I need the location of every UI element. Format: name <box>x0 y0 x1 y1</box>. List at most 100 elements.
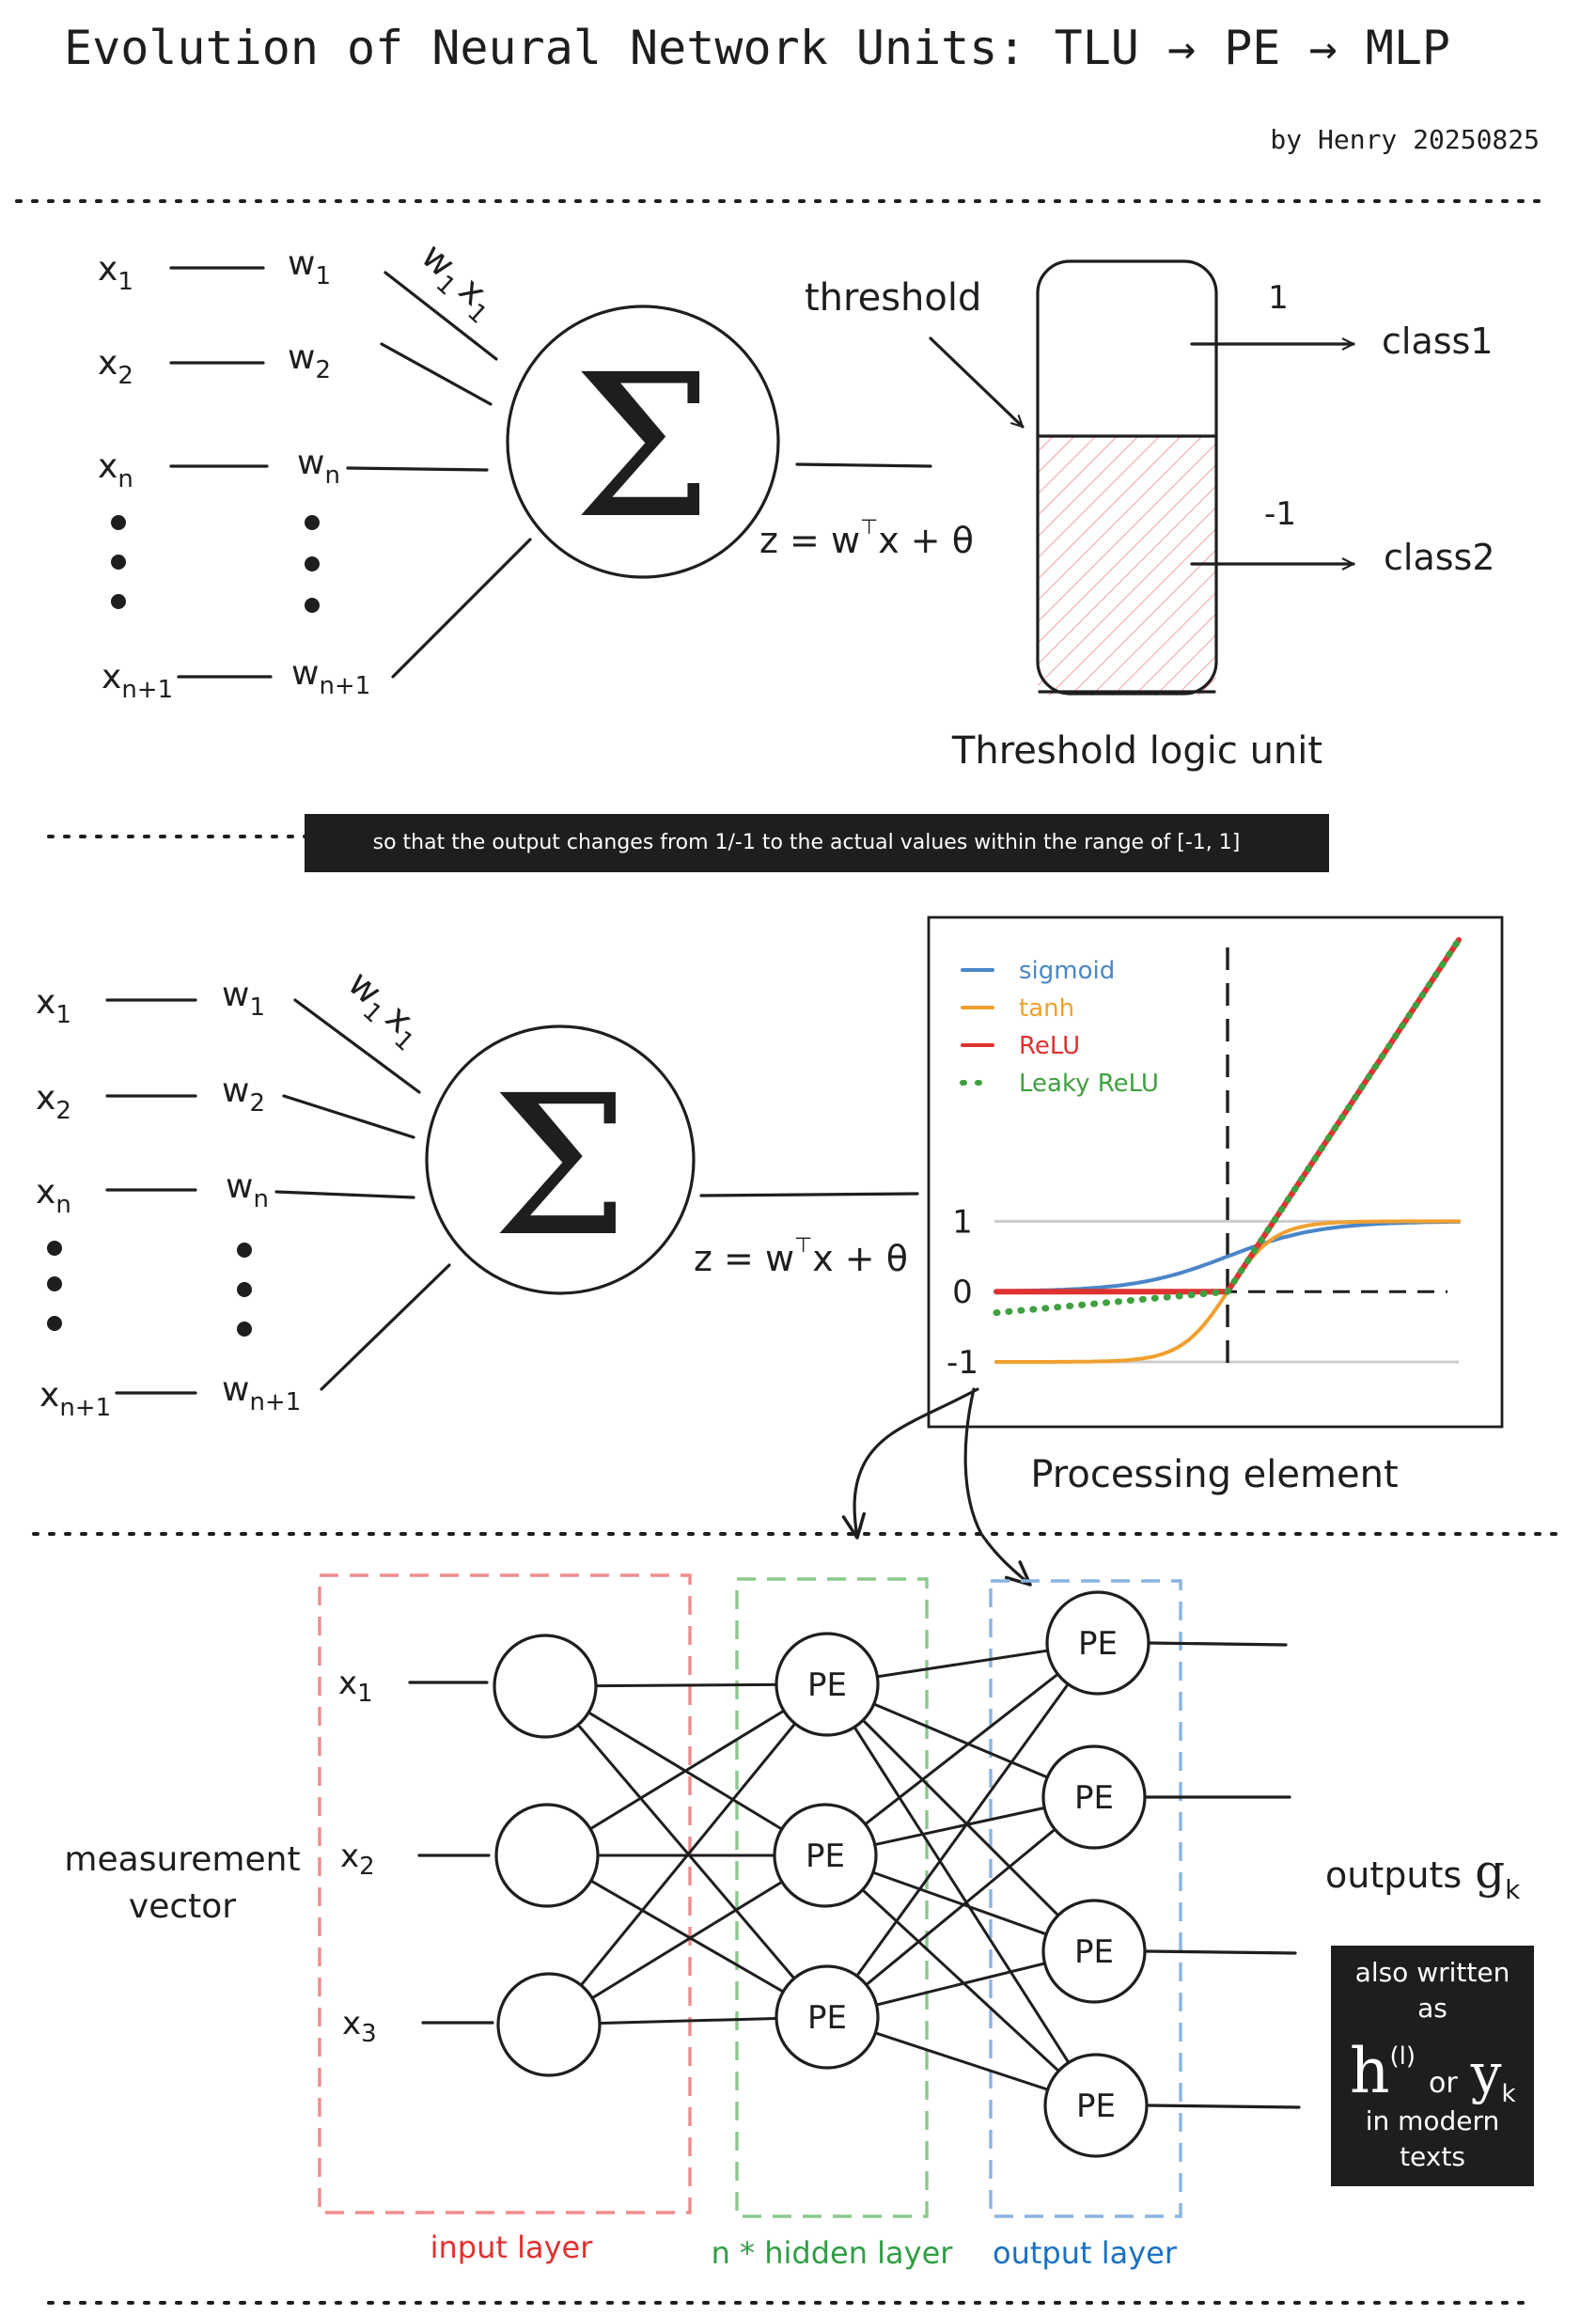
tlu-product-label: w1x1 <box>409 235 507 330</box>
chart-ytick-label-0: 1 <box>952 1203 973 1241</box>
pe-to-output-arrow <box>963 1387 1032 1587</box>
pe-xn-sub: n <box>55 1191 70 1219</box>
pe-to-hidden-arrow <box>841 1387 979 1540</box>
edge-h2-out1 <box>824 1641 1099 1857</box>
pe-x2-label: x <box>36 1079 55 1118</box>
output-node-3-label: PE <box>1074 1933 1114 1971</box>
mlp-connections <box>543 1641 1301 2109</box>
hidden-node-3-label: PE <box>807 1999 847 2037</box>
svg-text:wn+1: wn+1 <box>291 654 370 700</box>
pe-section: x1 w1 x2 w2 xn wn xn+1 wn+1 w1x1 <box>36 915 1504 1587</box>
pe-x2-sub: 2 <box>55 1097 71 1125</box>
input-layer-box <box>318 1573 692 2214</box>
mlp-x1-label: x <box>338 1665 357 1702</box>
tlu-wn-label: w <box>297 444 324 482</box>
tlu-xn-label: x <box>98 447 117 486</box>
hidden-layer-label: n * hidden layer <box>712 2235 954 2271</box>
hidden-node-2 <box>773 1803 878 1908</box>
tlu-caption: Threshold logic unit <box>951 729 1322 773</box>
output-line-4 <box>1145 2104 1301 2109</box>
tlu-xn1-label: x <box>102 658 121 696</box>
svg-text:xn+1: xn+1 <box>102 658 173 704</box>
series-leaky-relu-line <box>993 936 1463 1317</box>
pe-xn1-sub: n+1 <box>59 1394 111 1422</box>
tlu-threshold-box <box>1036 259 1218 696</box>
tlu-wn-sub: n <box>324 461 339 490</box>
pe-w1-sub: 1 <box>249 993 265 1022</box>
svg-text:x2: x2 <box>36 1079 71 1125</box>
pe-caption: Processing element <box>1030 1453 1398 1496</box>
output-node-1-label: PE <box>1078 1625 1118 1663</box>
tlu-class2-label: class2 <box>1384 537 1495 578</box>
pe-equation: z = w⊤x + θ <box>694 1234 908 1279</box>
tlu-sum-symbol: Σ <box>573 332 712 562</box>
pe-ellipsis-dots <box>47 1241 252 1337</box>
pe-input-row-2: x2 w2 <box>36 1071 415 1139</box>
output-layer-box <box>989 1579 1182 2218</box>
note-line-1: also written <box>1355 1957 1510 1988</box>
edge-h3-out2 <box>826 1795 1095 2019</box>
pe-sum-symbol: Σ <box>492 1054 629 1279</box>
pe-wn-sub: n <box>253 1185 268 1213</box>
activation-chart: 10-1 <box>947 936 1463 1382</box>
svg-text:xn: xn <box>98 447 133 493</box>
transition-banner-text: so that the output changes from 1/-1 to … <box>373 831 1241 854</box>
tlu-input-row-n: xn wn <box>98 444 489 493</box>
svg-text:xn+1: xn+1 <box>39 1376 111 1422</box>
svg-text:x1: x1 <box>36 983 71 1029</box>
tlu-w2-label: w <box>288 338 315 377</box>
pe-product-label: w1x1 <box>336 962 433 1057</box>
svg-text:w1: w1 <box>222 976 265 1022</box>
tlu-xn1-sub: n+1 <box>121 676 173 704</box>
tlu-x1-sub: 1 <box>117 268 133 296</box>
tlu-equation: z = w⊤x + θ <box>759 516 974 561</box>
output-node-4-label: PE <box>1076 2088 1116 2125</box>
svg-text:x3: x3 <box>342 2005 377 2048</box>
edge-h1-out3 <box>825 1682 1096 1953</box>
tlu-threshold-label: threshold <box>805 276 981 320</box>
chart-ytick-label-2: -1 <box>947 1344 978 1382</box>
pe-wn-label: w <box>226 1167 253 1206</box>
pe-xn-label: x <box>36 1173 55 1212</box>
svg-text:xn: xn <box>36 1173 71 1219</box>
transition-banner <box>305 814 1329 872</box>
mlp-x3-label: x <box>342 2005 361 2042</box>
output-line-3 <box>1143 1949 1297 1955</box>
tlu-x1-label: x <box>98 250 117 289</box>
tlu-summation-node <box>506 305 780 579</box>
tlu-output-low: -1 <box>1264 495 1296 533</box>
tlu-xn-sub: n <box>117 465 133 493</box>
tlu-input-row-2: x2 w2 <box>98 338 493 406</box>
pe-w2-label: w <box>222 1071 249 1110</box>
input-node-3 <box>496 1972 602 2077</box>
page-title: Evolution of Neural Network Units: TLU →… <box>64 21 1450 75</box>
edge-h1-out4 <box>825 1683 1098 2106</box>
tlu-threshold-hatch <box>1038 436 1216 696</box>
pe-wn1-label: w <box>222 1370 249 1409</box>
edge-in3-h1 <box>547 1683 829 2026</box>
tlu-class1-label: class1 <box>1382 321 1494 362</box>
svg-text:w2: w2 <box>288 338 331 384</box>
mlp-x1-sub: 1 <box>357 1680 373 1708</box>
output-node-1 <box>1045 1590 1150 1696</box>
legend-label-1: tanh <box>1019 994 1074 1023</box>
legend-label-0: sigmoid <box>1019 957 1115 985</box>
note-line-5: texts <box>1400 2141 1465 2172</box>
hidden-node-1 <box>775 1632 880 1737</box>
edge-h2-out4 <box>823 1854 1098 2107</box>
svg-text:wn+1: wn+1 <box>222 1370 301 1416</box>
tlu-w1-sub: 1 <box>315 262 331 290</box>
legend-label-3: Leaky ReLU <box>1019 1070 1159 1098</box>
edge-in2-h1 <box>546 1682 828 1857</box>
pe-xn1-label: x <box>39 1376 59 1415</box>
svg-text:x1: x1 <box>338 1665 373 1708</box>
output-node-4 <box>1043 2053 1149 2158</box>
tlu-wn1-label: w <box>291 654 319 693</box>
hidden-node-1-label: PE <box>807 1666 847 1704</box>
svg-text:x2: x2 <box>340 1838 375 1881</box>
svg-text:w2: w2 <box>222 1071 265 1118</box>
